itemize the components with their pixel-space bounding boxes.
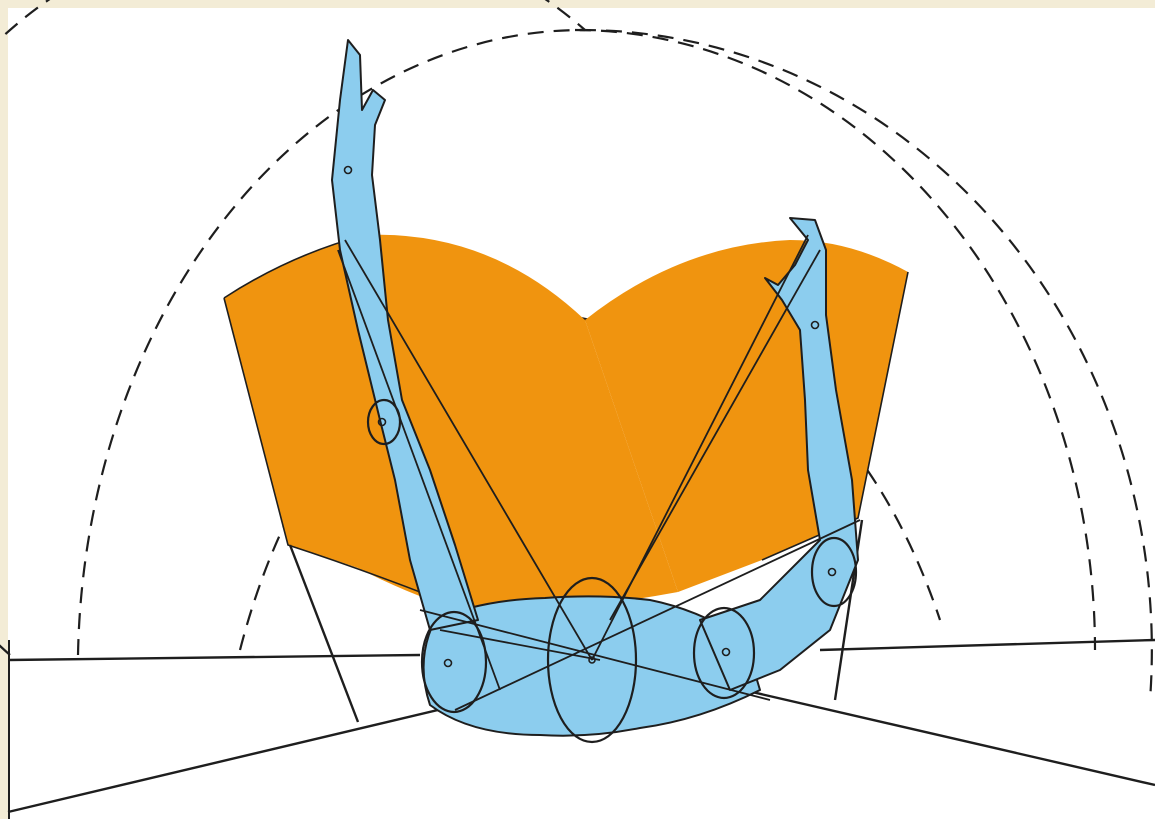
reach-envelope-diagram xyxy=(0,0,1155,819)
diagram-canvas xyxy=(0,0,1155,819)
